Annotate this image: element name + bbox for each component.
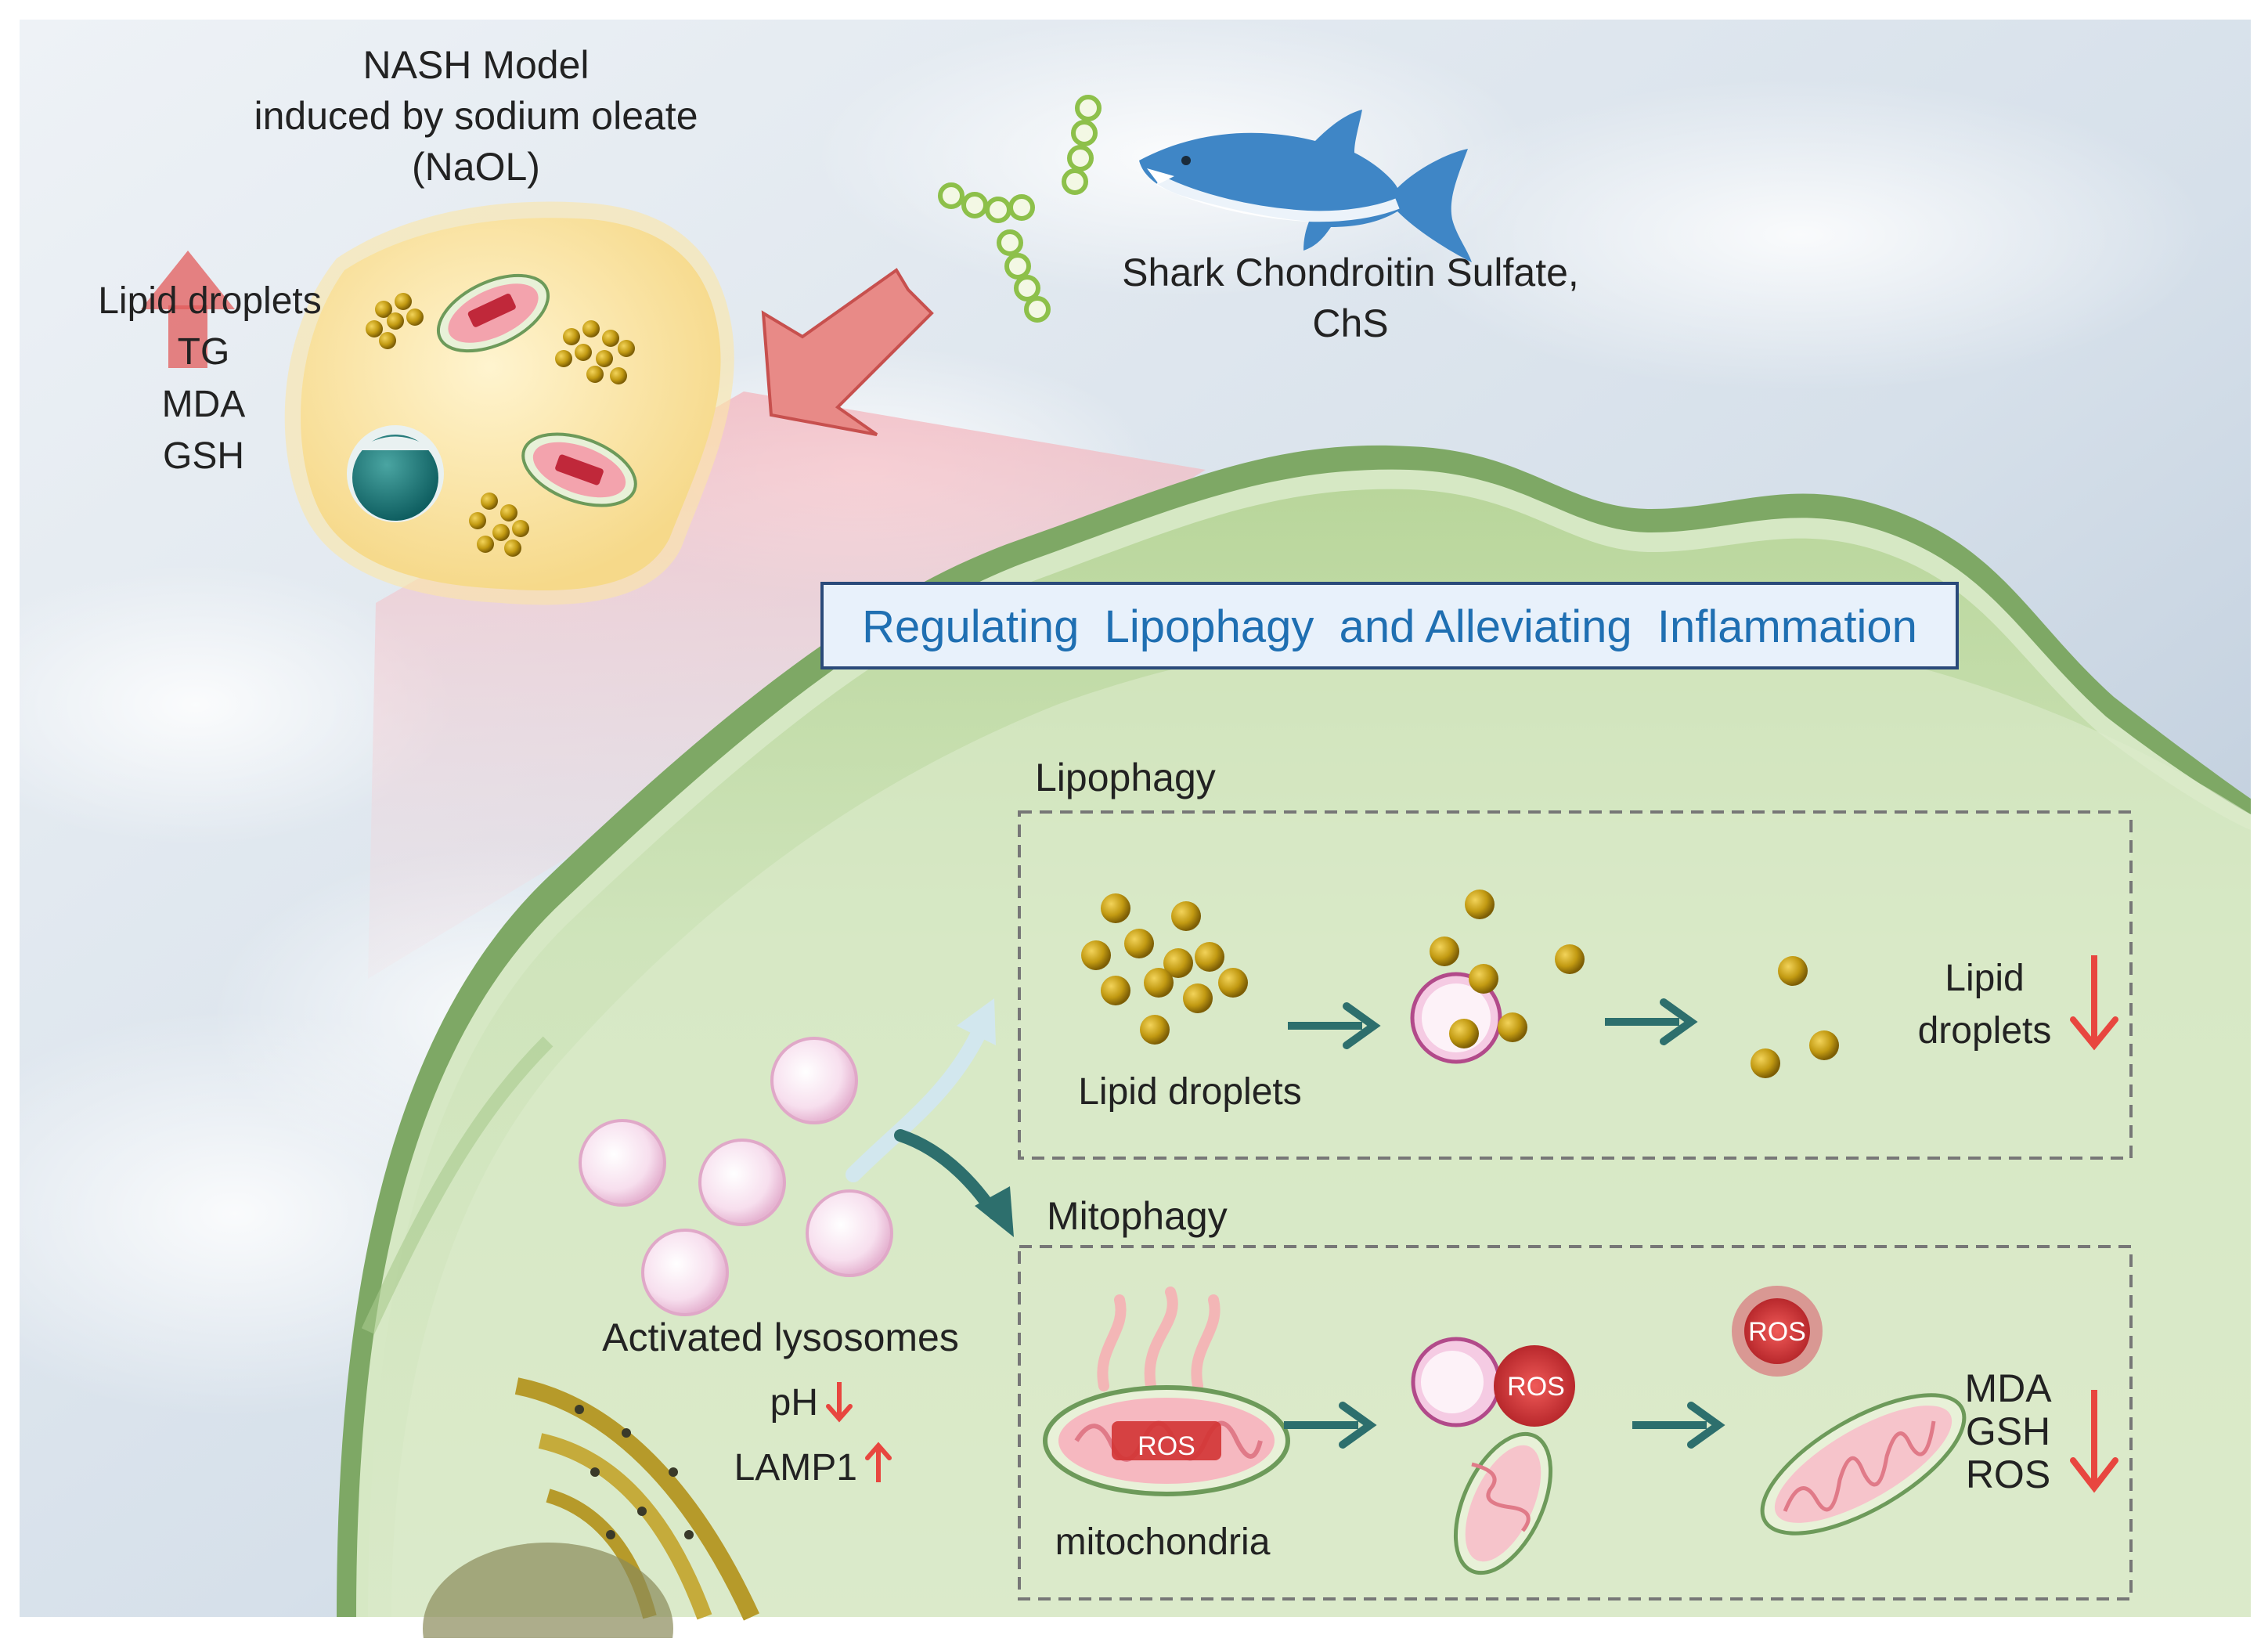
ph-down-arrow [826, 1382, 853, 1423]
mito-result-mda: MDA [1964, 1366, 2052, 1410]
lipid-result-line1: Lipid [1945, 958, 2024, 999]
ros-label-mito: ROS [1138, 1431, 1195, 1461]
nash-marker-gsh: GSH [163, 435, 244, 477]
autolysosome [1410, 890, 1585, 1064]
remaining-droplets [1751, 956, 1839, 1078]
chondroitin-chains [938, 95, 1102, 323]
lysosomes-label: Activated lysosomes [602, 1315, 959, 1359]
healthy-mitochondrion [1760, 1393, 1967, 1536]
banner-title: Regulating Lipophagy and Alleviating Inf… [862, 601, 1917, 652]
nucleus-partial [423, 1543, 673, 1642]
free-ros-particle [1732, 1286, 1823, 1377]
chs-action-arrow [761, 268, 934, 436]
mitochondria-label: mitochondria [1055, 1521, 1271, 1563]
ros-label-free: ROS [1748, 1317, 1806, 1347]
mitophagy-arrow-1 [1284, 1402, 1377, 1449]
shark-icon [1139, 110, 1472, 262]
damaged-mitochondrion [1043, 1287, 1290, 1496]
nash-marker-tg: TG [178, 331, 230, 373]
nash-up-arrow [141, 251, 235, 368]
lipophagy-arrow-2 [1605, 998, 1698, 1045]
nash-title-line1: NASH Model [363, 43, 590, 87]
mito-down-arrow [2070, 1390, 2118, 1493]
lipid-droplet-cluster [1081, 893, 1248, 1045]
lipophagy-arrow-1 [1288, 1002, 1381, 1049]
banner [820, 582, 1959, 669]
lipid-result-line2: droplets [1918, 1010, 2052, 1052]
nash-title-line2: induced by sodium oleate [254, 94, 698, 138]
treatment-line1: Shark Chondroitin Sulfate, [1122, 251, 1579, 294]
lysosome-to-mitophagy-arrow [894, 1129, 1014, 1237]
mitophagosome [1411, 1337, 1575, 1575]
lysosome-to-lipophagy-arrow [846, 998, 996, 1182]
nash-cell [284, 201, 734, 605]
ros-label-engulfed: ROS [1507, 1372, 1565, 1402]
mitophagy-heading: Mitophagy [1047, 1194, 1228, 1238]
mito-result-gsh: GSH [1966, 1409, 2050, 1453]
ph-label: pH [770, 1382, 818, 1424]
nash-title-line3: (NaOL) [412, 145, 540, 189]
mitophagy-arrow-2 [1632, 1402, 1725, 1449]
lamp1-up-arrow [865, 1442, 892, 1482]
lipid-droplets-label: Lipid droplets [1078, 1071, 1302, 1113]
nash-marker-mda: MDA [162, 384, 246, 425]
nash-marker-lipid: Lipid droplets [98, 280, 322, 322]
lamp1-label: LAMP1 [734, 1447, 857, 1489]
lipid-down-arrow [2070, 955, 2118, 1051]
mito-result-ros: ROS [1966, 1453, 2050, 1496]
lysosomes [579, 1037, 893, 1316]
treatment-line2: ChS [1312, 301, 1388, 345]
lipophagy-box [1018, 810, 2133, 1160]
lipophagy-heading: Lipophagy [1035, 756, 1216, 799]
